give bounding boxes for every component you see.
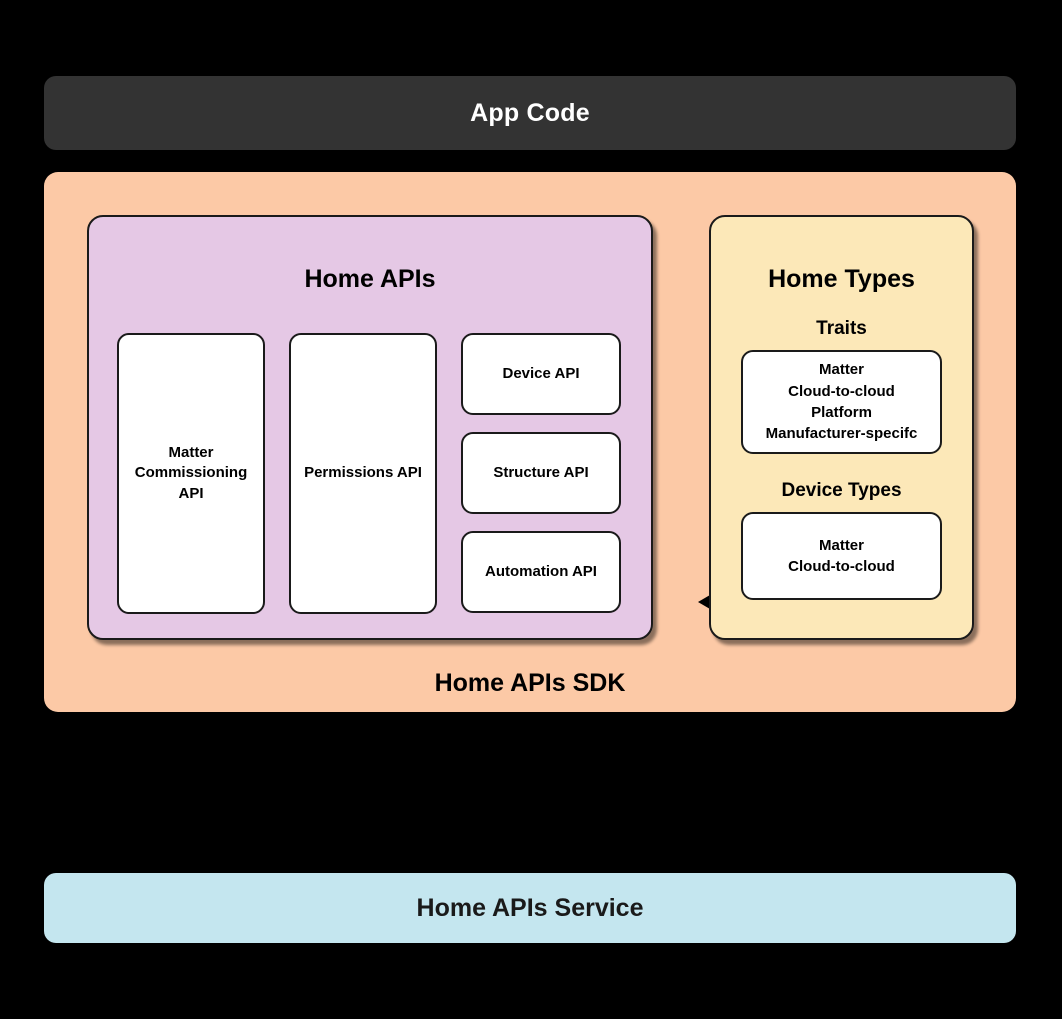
home-types-title: Home Types: [768, 265, 915, 293]
device-types-items: Matter Cloud-to-cloud: [788, 536, 895, 575]
home-apis-panel: Home APIs Matter Commissioning API Permi…: [87, 215, 653, 640]
matter-commissioning-api-box: Matter Commissioning API: [117, 333, 265, 614]
matter-commissioning-column: Matter Commissioning API: [117, 333, 265, 614]
home-types-panel: Home Types Traits Matter Cloud-to-cloud …: [709, 215, 974, 640]
device-types-heading: Device Types: [781, 480, 902, 501]
home-apis-sdk-container: Home APIs Matter Commissioning API Permi…: [44, 172, 1016, 712]
home-apis-sdk-label: Home APIs SDK: [434, 669, 626, 697]
home-apis-columns: Matter Commissioning API Permissions API…: [117, 333, 623, 614]
permissions-api-column: Permissions API: [289, 333, 437, 614]
home-apis-service-label: Home APIs Service: [416, 893, 644, 922]
automation-api-box: Automation API: [461, 531, 621, 613]
traits-items: Matter Cloud-to-cloud Platform Manufactu…: [765, 361, 918, 443]
permissions-api-box: Permissions API: [289, 333, 437, 614]
api-stack-column: Device API Structure API Automation API: [461, 333, 621, 614]
device-api-box: Device API: [461, 333, 621, 415]
traits-heading: Traits: [816, 318, 867, 339]
traits-box: Matter Cloud-to-cloud Platform Manufactu…: [741, 350, 942, 454]
app-code-label: App Code: [470, 98, 590, 127]
home-apis-service-block: Home APIs Service: [44, 873, 1016, 943]
structure-api-box: Structure API: [461, 432, 621, 514]
home-apis-title: Home APIs: [304, 265, 436, 293]
home-types-content: Home Types Traits Matter Cloud-to-cloud …: [741, 265, 942, 600]
device-types-box: Matter Cloud-to-cloud: [741, 512, 942, 600]
app-code-block: App Code: [44, 76, 1016, 150]
